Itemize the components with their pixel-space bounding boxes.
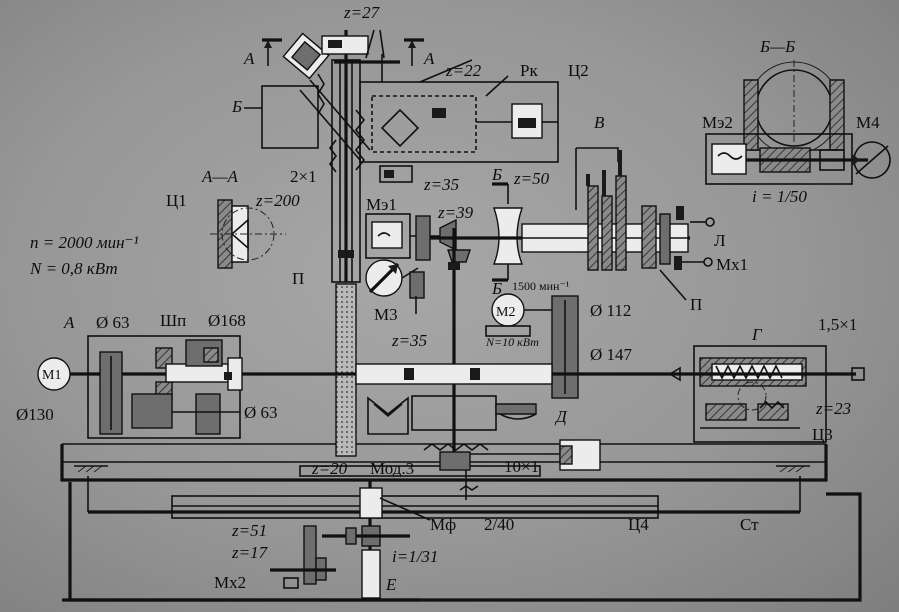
label-10x1: 10×1 (504, 457, 539, 476)
label-ratio-1-50: i = 1/50 (752, 187, 807, 206)
label-a: А (63, 313, 75, 332)
label-m3: М3 (374, 305, 398, 324)
label-2-40: 2/40 (484, 515, 514, 534)
label-z50: z=50 (513, 169, 550, 188)
label-section-bb: Б—Б (759, 37, 795, 56)
label-pitch-1-5x1: 1,5×1 (818, 315, 857, 334)
label-mf: Мф (430, 515, 456, 534)
label-z35-top: z=35 (423, 175, 459, 194)
label-e: Е (385, 575, 397, 594)
label-b-top: Б (491, 165, 502, 184)
label-z39: z=39 (437, 203, 474, 222)
label-g: Г (751, 325, 763, 344)
label-mx1: Мх1 (716, 255, 748, 274)
label-m2: М2 (496, 305, 515, 320)
label-mx2: Мх2 (214, 573, 246, 592)
label-z20: z=20 (311, 459, 348, 478)
label-c2: Ц2 (568, 61, 589, 80)
label-me1: Мэ1 (366, 195, 397, 214)
labels: z=27 z=22 Рк Ц2 Б—Б А А Б В Мэ2 М4 i = 1… (16, 3, 880, 594)
label-shp: Шп (160, 311, 186, 330)
label-arrow-a-right: А (423, 49, 435, 68)
label-m4: М4 (856, 113, 880, 132)
label-d130: Ø130 (16, 405, 54, 424)
label-m2-speed: 1500 мин⁻¹ (512, 279, 570, 293)
label-d63-top: Ø 63 (96, 313, 130, 332)
section-a-a (210, 199, 286, 269)
label-d147: Ø 147 (590, 345, 633, 364)
label-speed: n = 2000 мин⁻¹ (30, 233, 139, 252)
machine-bed (60, 443, 862, 602)
label-m2-power: N=10 кВт (485, 335, 539, 349)
label-section-aa: А—А (201, 167, 239, 186)
section-b-b (705, 60, 891, 185)
label-z51: z=51 (231, 521, 267, 540)
label-rk: Рк (520, 61, 538, 80)
label-z35-bottom: z=35 (391, 331, 427, 350)
label-z27: z=27 (343, 3, 381, 22)
spindle-head (98, 150, 715, 471)
label-z22: z=22 (445, 61, 482, 80)
label-c1: Ц1 (166, 191, 187, 210)
label-arrow-a-left: А (243, 49, 255, 68)
label-m1: М1 (42, 368, 61, 383)
label-d168: Ø168 (208, 311, 246, 330)
right-tailstock (668, 345, 865, 443)
label-me2: Мэ2 (702, 113, 733, 132)
label-l: Л (714, 231, 726, 250)
label-st: Ст (740, 515, 759, 534)
label-d63-bottom: Ø 63 (244, 403, 278, 422)
label-z23: z=23 (815, 399, 851, 418)
label-2x1: 2×1 (290, 167, 317, 186)
label-c3: Ц3 (812, 425, 833, 444)
feed-drive (270, 470, 479, 600)
label-z17: z=17 (231, 543, 269, 562)
label-b-left: Б (231, 97, 242, 116)
label-power: N = 0,8 кВт (29, 259, 118, 278)
label-p-right: П (690, 295, 702, 314)
label-mod3: Мод.3 (370, 459, 414, 478)
left-headstock (37, 335, 243, 439)
label-ratio-1-31: i=1/31 (392, 547, 438, 566)
label-d: Д (554, 407, 568, 426)
vertical-column (329, 30, 366, 457)
label-c4: Ц4 (628, 515, 649, 534)
top-head (244, 29, 559, 183)
label-z200: z=200 (255, 191, 300, 210)
label-b-bottom: Б (491, 279, 502, 298)
label-d112: Ø 112 (590, 301, 631, 320)
label-v: В (594, 113, 605, 132)
label-p-column: П (292, 269, 304, 288)
